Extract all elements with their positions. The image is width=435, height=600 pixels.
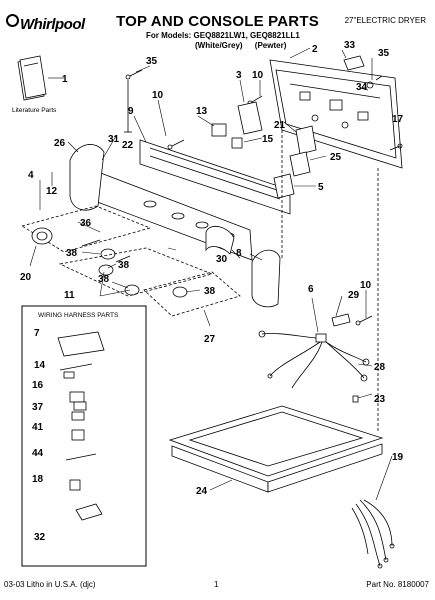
callout-36: 36 [80,218,92,229]
footer-page-number: 1 [214,580,219,589]
callout-17: 17 [392,114,404,125]
model-colors: (White/Grey) (Pewter) [195,41,286,50]
callout-14: 14 [34,360,46,371]
callout-10b: 10 [252,70,264,81]
page-title: TOP AND CONSOLE PARTS [116,13,319,30]
callout-27: 27 [204,334,216,345]
callout-35a: 35 [146,56,158,67]
literature-label: Literature Parts [12,107,57,114]
callout-38c: 38 [98,274,110,285]
callout-38b: 38 [118,260,130,271]
end-cap-8-icon [251,249,281,308]
model-numbers: For Models: GEQ8821LW1, GEQ8821LL1 [146,31,300,40]
top-panel-24-icon [168,405,384,493]
callout-5: 5 [318,182,324,193]
callout-44: 44 [32,448,44,459]
knob-cluster-icon [21,205,241,317]
footer-print-info: 03-03 Litho in U.S.A. (djc) [4,580,96,589]
wiring-harness-icon [258,313,395,569]
callout-35b: 35 [378,48,390,59]
callout-9: 9 [128,106,134,117]
callout-37: 37 [32,402,44,413]
footer-part-number: Part No. 8180007 [366,580,429,589]
callout-1: 1 [62,74,68,85]
callout-31: 31 [108,134,120,145]
callout-10a: 10 [152,90,164,101]
brand-logo: Whirlpool [6,14,85,33]
callout-6: 6 [308,284,314,295]
callout-4: 4 [28,170,34,181]
logo-ring-icon [6,14,19,27]
callout-8: 8 [236,248,242,259]
callout-41: 41 [32,422,44,433]
brand-name: Whirlpool [20,16,85,33]
bracket-22-icon [124,80,132,133]
callout-leaders [29,47,393,501]
callout-32: 32 [34,532,46,543]
callout-24: 24 [196,486,208,497]
callout-19: 19 [392,452,404,463]
end-cap-26-icon [69,144,105,211]
callout-11: 11 [64,290,75,301]
callout-16: 16 [32,380,44,391]
callout-20: 20 [20,272,32,283]
leader-guides [281,130,379,432]
callout-33: 33 [344,40,356,51]
callout-15: 15 [262,134,274,145]
callout-18: 18 [32,474,44,485]
callout-3: 3 [236,70,242,81]
callout-10c: 10 [360,280,372,291]
callout-21: 21 [274,120,286,131]
product-type: 27"ELECTRIC DRYER [344,16,426,25]
control-console-icon [89,139,291,261]
callout-34: 34 [356,82,368,93]
callout-29: 29 [348,290,360,301]
callout-38d: 38 [204,286,216,297]
console-rear-panel-icon [269,59,403,169]
control-switches-icon [211,101,317,199]
callout-38a: 38 [66,248,78,259]
color-pewter: (Pewter) [254,41,287,50]
callout-23: 23 [374,394,386,405]
callout-12: 12 [46,186,58,197]
wiring-harness-parts-box [21,305,147,567]
literature-parts-icon [17,55,47,101]
wiring-box-title: WIRING HARNESS PARTS [38,312,119,319]
clip-parts-icon [343,55,374,91]
callout-26: 26 [54,138,66,149]
callout-7: 7 [34,328,40,339]
callout-2: 2 [312,44,318,55]
callout-28: 28 [374,362,386,373]
callout-22: 22 [122,140,134,151]
callout-13: 13 [196,106,208,117]
callout-30: 30 [216,254,228,265]
screw-icons [125,69,403,326]
color-white-grey: (White/Grey) [195,41,243,50]
callout-25: 25 [330,152,342,163]
